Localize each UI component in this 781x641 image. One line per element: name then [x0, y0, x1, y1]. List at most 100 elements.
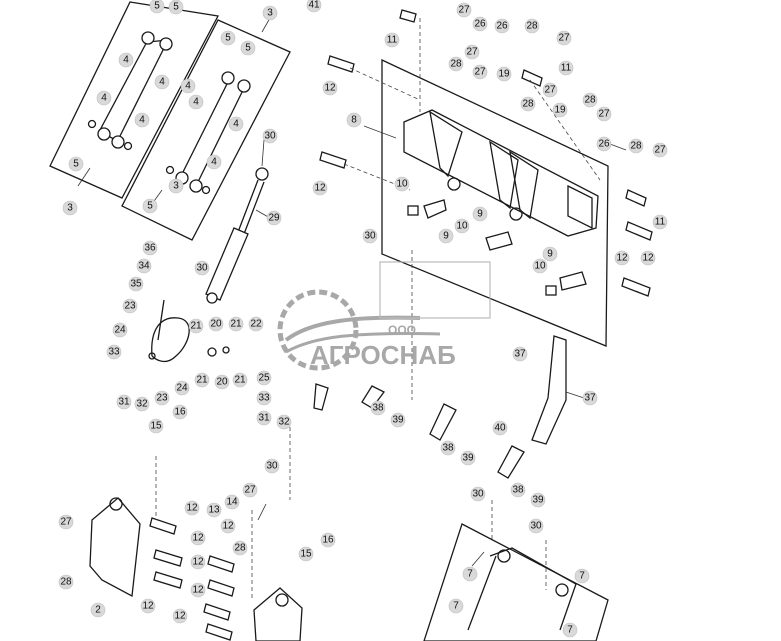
- svg-text:11: 11: [387, 35, 398, 46]
- svg-text:31: 31: [118, 397, 130, 408]
- callout: 28: [448, 56, 464, 72]
- callout: 12: [140, 598, 156, 614]
- svg-text:3: 3: [67, 203, 73, 214]
- callout: 37: [582, 390, 598, 406]
- callout: 3: [62, 200, 78, 216]
- svg-text:12: 12: [616, 253, 628, 264]
- callout: 22: [248, 316, 264, 332]
- callout: 30: [528, 518, 544, 534]
- callout: 7: [574, 568, 590, 584]
- svg-text:27: 27: [60, 517, 72, 528]
- svg-text:21: 21: [196, 375, 208, 386]
- callout: 28: [628, 138, 644, 154]
- callout: 5: [142, 198, 158, 214]
- svg-text:30: 30: [264, 131, 276, 142]
- callout: 5: [149, 0, 165, 14]
- callout: 29: [266, 210, 282, 226]
- callout: 35: [128, 276, 144, 292]
- svg-text:3: 3: [173, 181, 179, 192]
- watermark-prefix: ООО: [388, 323, 416, 337]
- svg-text:11: 11: [561, 63, 572, 74]
- svg-text:39: 39: [462, 453, 474, 464]
- svg-text:27: 27: [474, 67, 486, 78]
- svg-text:29: 29: [268, 213, 280, 224]
- callout: 10: [454, 218, 470, 234]
- svg-text:12: 12: [324, 83, 336, 94]
- svg-text:30: 30: [530, 521, 542, 532]
- svg-text:30: 30: [472, 489, 484, 500]
- callout: 7: [462, 566, 478, 582]
- svg-text:19: 19: [498, 69, 510, 80]
- callout: 7: [448, 598, 464, 614]
- callout: 30: [470, 486, 486, 502]
- callout: 12: [190, 530, 206, 546]
- svg-text:7: 7: [453, 601, 459, 612]
- callout: 30: [362, 228, 378, 244]
- callout: 12: [190, 582, 206, 598]
- callout: 38: [370, 400, 386, 416]
- callout: 26: [494, 18, 510, 34]
- callout: 27: [596, 106, 612, 122]
- callout: 39: [460, 450, 476, 466]
- svg-text:4: 4: [185, 81, 191, 92]
- svg-text:15: 15: [150, 421, 162, 432]
- callout: 41: [306, 0, 322, 13]
- callout: 12: [614, 250, 630, 266]
- svg-text:4: 4: [139, 115, 145, 126]
- svg-text:39: 39: [532, 495, 544, 506]
- shank-small: [313, 383, 329, 411]
- svg-text:12: 12: [222, 521, 234, 532]
- callout: 26: [596, 136, 612, 152]
- svg-text:14: 14: [226, 497, 238, 508]
- callout: 30: [264, 458, 280, 474]
- callout: 39: [390, 412, 406, 428]
- svg-text:10: 10: [534, 261, 546, 272]
- svg-text:12: 12: [192, 557, 204, 568]
- svg-text:16: 16: [174, 407, 186, 418]
- svg-text:7: 7: [467, 569, 473, 580]
- svg-text:28: 28: [60, 577, 72, 588]
- callout: 39: [530, 492, 546, 508]
- svg-text:28: 28: [450, 59, 462, 70]
- callout: 19: [496, 66, 512, 82]
- svg-text:9: 9: [477, 209, 483, 220]
- callout: 21: [228, 316, 244, 332]
- callout: 15: [148, 418, 164, 434]
- svg-text:24: 24: [114, 325, 126, 336]
- callout: 23: [122, 298, 138, 314]
- callout: 27: [556, 30, 572, 46]
- callout: 24: [174, 380, 190, 396]
- svg-text:5: 5: [73, 159, 79, 170]
- callout: 40: [492, 420, 508, 436]
- callout: 30: [194, 260, 210, 276]
- svg-text:8: 8: [351, 115, 357, 126]
- svg-text:15: 15: [300, 549, 312, 560]
- svg-text:27: 27: [244, 485, 256, 496]
- link-assembly-right: [121, 19, 291, 241]
- callout: 28: [58, 574, 74, 590]
- callout: 7: [562, 622, 578, 638]
- callout: 13: [206, 502, 222, 518]
- callout: 12: [184, 500, 200, 516]
- svg-text:26: 26: [598, 139, 610, 150]
- svg-text:33: 33: [108, 347, 120, 358]
- callout: 5: [220, 30, 236, 46]
- svg-text:30: 30: [266, 461, 278, 472]
- svg-text:23: 23: [156, 393, 168, 404]
- svg-text:10: 10: [396, 179, 408, 190]
- svg-text:38: 38: [372, 403, 384, 414]
- svg-text:5: 5: [147, 201, 153, 212]
- svg-text:20: 20: [210, 319, 222, 330]
- svg-text:25: 25: [258, 373, 270, 384]
- callout: 12: [172, 608, 188, 624]
- svg-text:5: 5: [154, 1, 160, 12]
- svg-text:28: 28: [630, 141, 642, 152]
- callout: 27: [58, 514, 74, 530]
- svg-text:32: 32: [278, 417, 290, 428]
- svg-text:4: 4: [233, 119, 239, 130]
- callout: 34: [136, 258, 152, 274]
- callout: 11: [652, 214, 668, 230]
- svg-text:21: 21: [190, 321, 202, 332]
- callout: 38: [510, 482, 526, 498]
- svg-text:24: 24: [176, 383, 188, 394]
